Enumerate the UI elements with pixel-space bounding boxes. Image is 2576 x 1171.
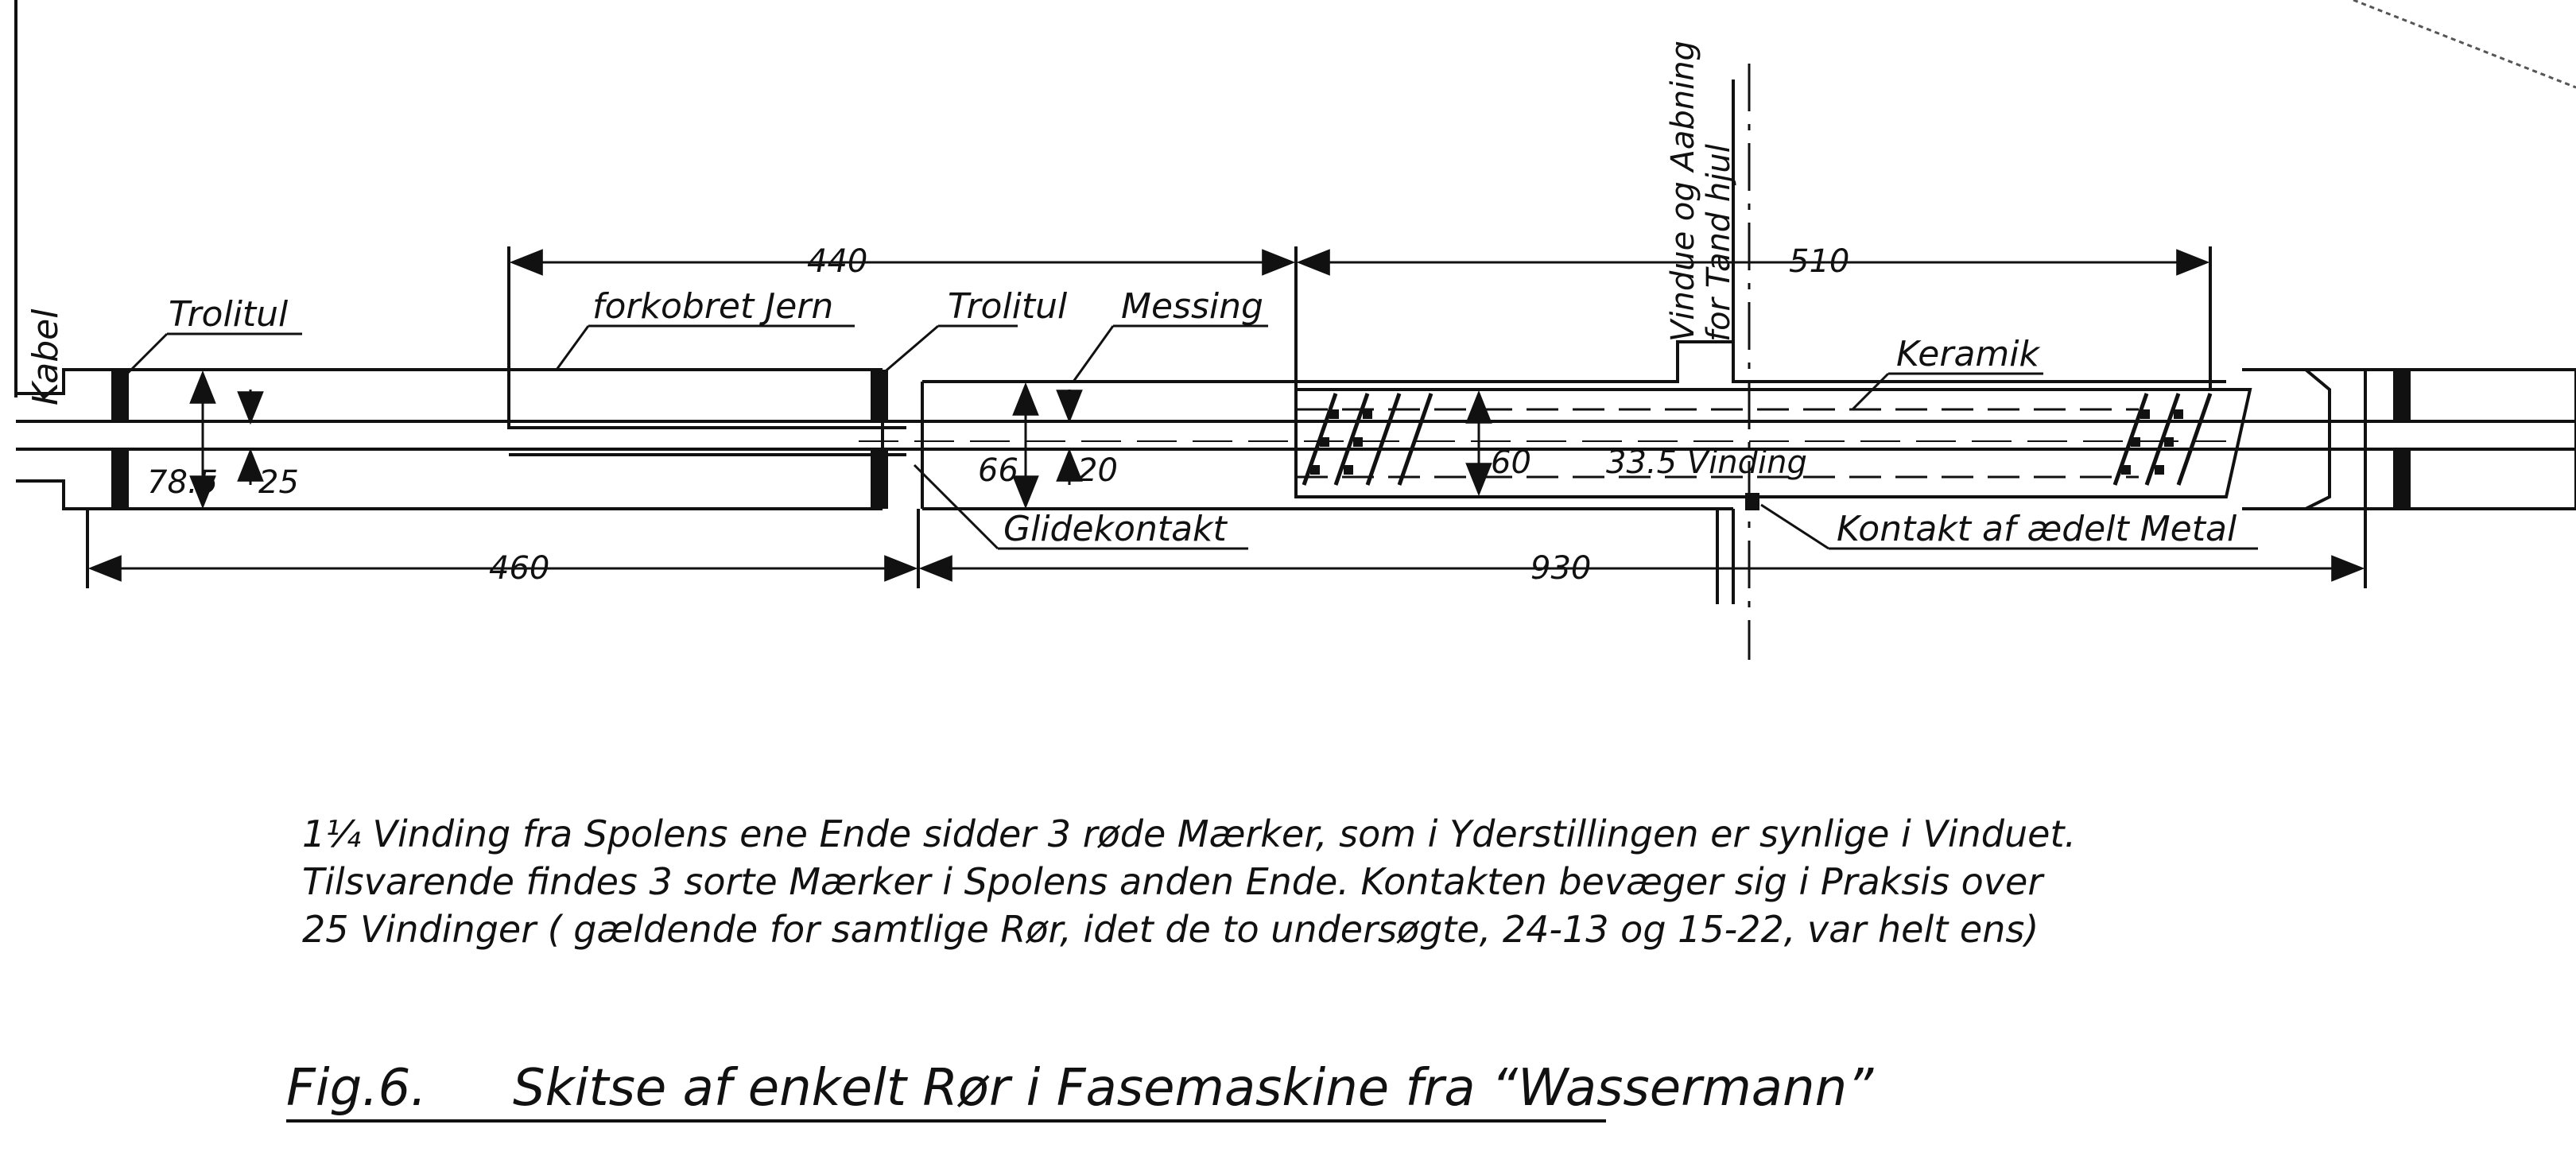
dim-440: 440: [807, 243, 867, 280]
leader-lines: [126, 324, 2258, 550]
label-for-tandhjul: for Tand hjul: [1701, 144, 1737, 342]
label-trolitul-mid: Trolitul: [948, 286, 1068, 327]
label-messing: Messing: [1121, 286, 1263, 327]
trolitul-blocks: [111, 370, 2411, 510]
note-line-2: Tilsvarende findes 3 sorte Mærker i Spol…: [302, 860, 2045, 903]
caption-title: Skitse af enkelt Rør i Fasemaskine fra “…: [513, 1059, 1874, 1118]
caption-fig-number: Fig.6.: [286, 1059, 427, 1118]
dim-25: 25: [258, 464, 299, 501]
note-line-1: 1¼ Vinding fra Spolens ene Ende sidder 3…: [302, 812, 2076, 855]
winding-marks: [1302, 393, 2213, 486]
dim-60: 60: [1491, 444, 1531, 481]
label-kontakt: Kontakt af ædelt Metal: [1837, 509, 2237, 549]
label-vindue: Vindue og Aabning: [1665, 41, 1701, 342]
label-vinding: 33.5 Vinding: [1606, 444, 1807, 481]
tube-outline: [14, 0, 2576, 660]
label-trolitul-left: Trolitul: [169, 294, 289, 335]
dimension-lines: [87, 249, 2365, 582]
label-keramik: Keramik: [1896, 334, 2040, 374]
dim-460: 460: [489, 550, 549, 587]
corner-mark: [2353, 0, 2576, 89]
dim-66: 66: [978, 452, 1018, 489]
dim-510: 510: [1789, 243, 1849, 280]
label-glidekontakt: Glidekontakt: [1003, 509, 1228, 549]
note-line-3: 25 Vindinger ( gældende for samtlige Rør…: [302, 908, 2039, 951]
label-forkobret-jern: forkobret Jern: [592, 286, 833, 327]
dim-20: 20: [1077, 452, 1118, 489]
label-kabel: Kabel: [25, 308, 66, 405]
dim-930: 930: [1530, 550, 1591, 587]
dim-78-5: 78.5: [147, 464, 218, 501]
